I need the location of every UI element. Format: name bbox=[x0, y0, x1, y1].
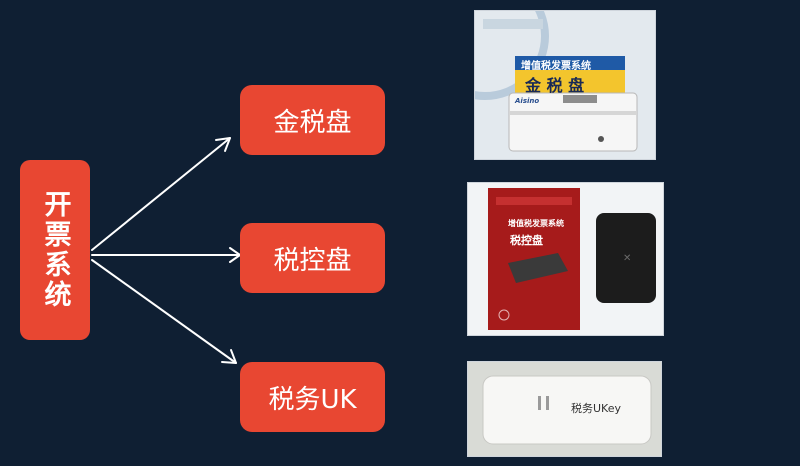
golden-tax-disk-box: 金税盘 bbox=[240, 85, 385, 155]
arrow-to-tax-ukey bbox=[91, 259, 237, 364]
tax-control-disk-box: 税控盘 bbox=[240, 223, 385, 293]
tax-control-box-title: 增值税发票系统 bbox=[508, 219, 564, 228]
arrowhead-3 bbox=[221, 349, 237, 364]
tax-control-product-label: 税控盘 bbox=[510, 234, 543, 247]
tax-ukey-label: 税务UK bbox=[268, 384, 357, 415]
golden-tax-disk-illustration bbox=[475, 11, 655, 159]
tax-ukey-device-label: 税务UKey bbox=[571, 402, 621, 415]
golden-tax-brand: Aisino bbox=[515, 97, 540, 105]
golden-tax-product-label: 金 税 盘 bbox=[525, 76, 585, 95]
tax-ukey-box: 税务UK bbox=[240, 362, 385, 432]
tax-control-disk-label: 税控盘 bbox=[273, 245, 352, 276]
tax-ukey-photo: 税务UKey bbox=[467, 361, 662, 457]
golden-tax-box-title: 增值税发票系统 bbox=[521, 61, 591, 72]
arrowhead-1 bbox=[215, 137, 231, 152]
golden-tax-disk-photo: 增值税发票系统 金 税 盘 Aisino bbox=[474, 10, 656, 160]
tax-ukey-illustration bbox=[468, 362, 661, 456]
arrow-to-golden-tax-disk bbox=[91, 137, 231, 251]
tax-control-disk-illustration: ✕ bbox=[468, 183, 663, 335]
invoicing-system-label: 开票系统 bbox=[39, 190, 71, 310]
svg-text:✕: ✕ bbox=[623, 253, 631, 264]
tax-control-disk-photo: ✕ 增值税发票系统 税控盘 bbox=[467, 182, 664, 336]
golden-tax-disk-label: 金税盘 bbox=[273, 107, 352, 138]
invoicing-system-box: 开票系统 bbox=[20, 160, 90, 340]
